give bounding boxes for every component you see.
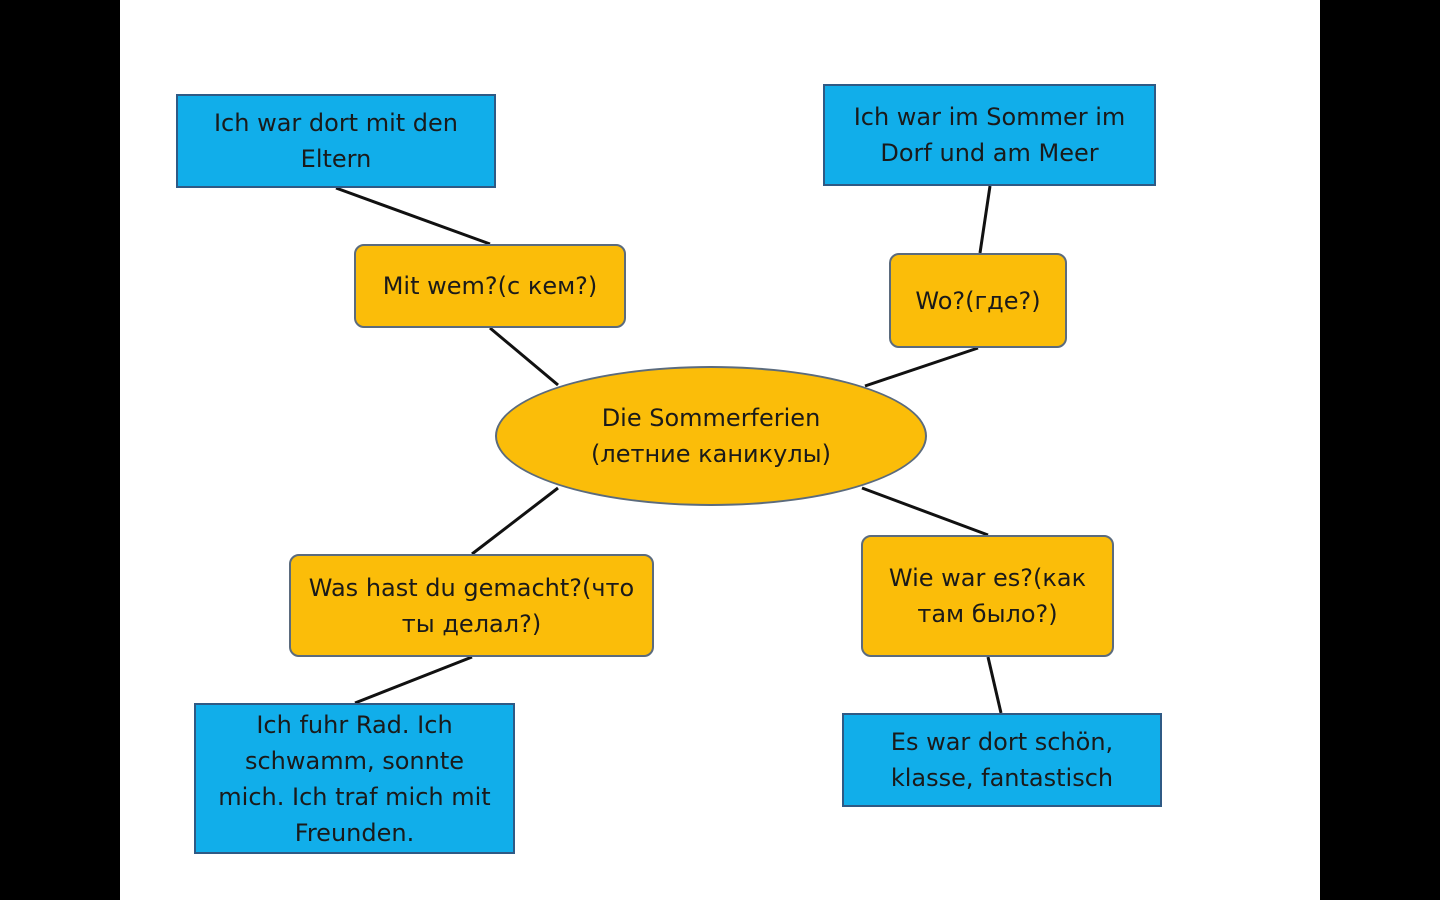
connector-mit-wem — [489, 326, 559, 387]
question-wo: Wo?(где?) — [889, 253, 1067, 348]
connector-eltern — [335, 186, 491, 246]
answer-rad: Ich fuhr Rad. Ich schwamm, sonnte mich. … — [194, 703, 515, 854]
answer-rad-text: Ich fuhr Rad. Ich schwamm, sonnte mich. … — [218, 710, 491, 847]
connector-wie-war — [861, 486, 989, 537]
question-wo-text: Wo?(где?) — [915, 286, 1041, 315]
connector-schoen — [986, 656, 1003, 714]
answer-eltern: Ich war dort mit den Eltern — [176, 94, 496, 188]
question-wie-war: Wie war es?(как там было?) — [861, 535, 1114, 657]
center-topic-line2: (летние каникулы) — [591, 440, 831, 468]
connector-wo — [864, 346, 979, 388]
answer-eltern-text: Ich war dort mit den Eltern — [213, 109, 459, 173]
answer-dorf: Ich war im Sommer im Dorf und am Meer — [823, 84, 1156, 186]
connector-was-gemacht — [471, 486, 559, 556]
question-mit-wem: Mit wem?(с кем?) — [354, 244, 626, 328]
center-topic-line1: Die Sommerferien — [601, 404, 821, 432]
center-topic: Die Sommerferien (летние каникулы) — [495, 366, 927, 506]
answer-dorf-text: Ich war im Sommer im Dorf und am Meer — [853, 103, 1126, 167]
answer-schoen: Es war dort schön, klasse, fantastisch — [842, 713, 1162, 807]
connector-dorf — [978, 185, 992, 254]
question-was-gemacht-text: Was hast du gemacht?(что ты делал?) — [308, 573, 635, 638]
answer-schoen-text: Es war dort schön, klasse, fantastisch — [890, 728, 1114, 792]
question-wie-war-text: Wie war es?(как там было?) — [888, 564, 1087, 628]
question-mit-wem-text: Mit wem?(с кем?) — [382, 272, 598, 300]
connector-rad — [354, 655, 473, 705]
question-was-gemacht: Was hast du gemacht?(что ты делал?) — [289, 554, 654, 657]
